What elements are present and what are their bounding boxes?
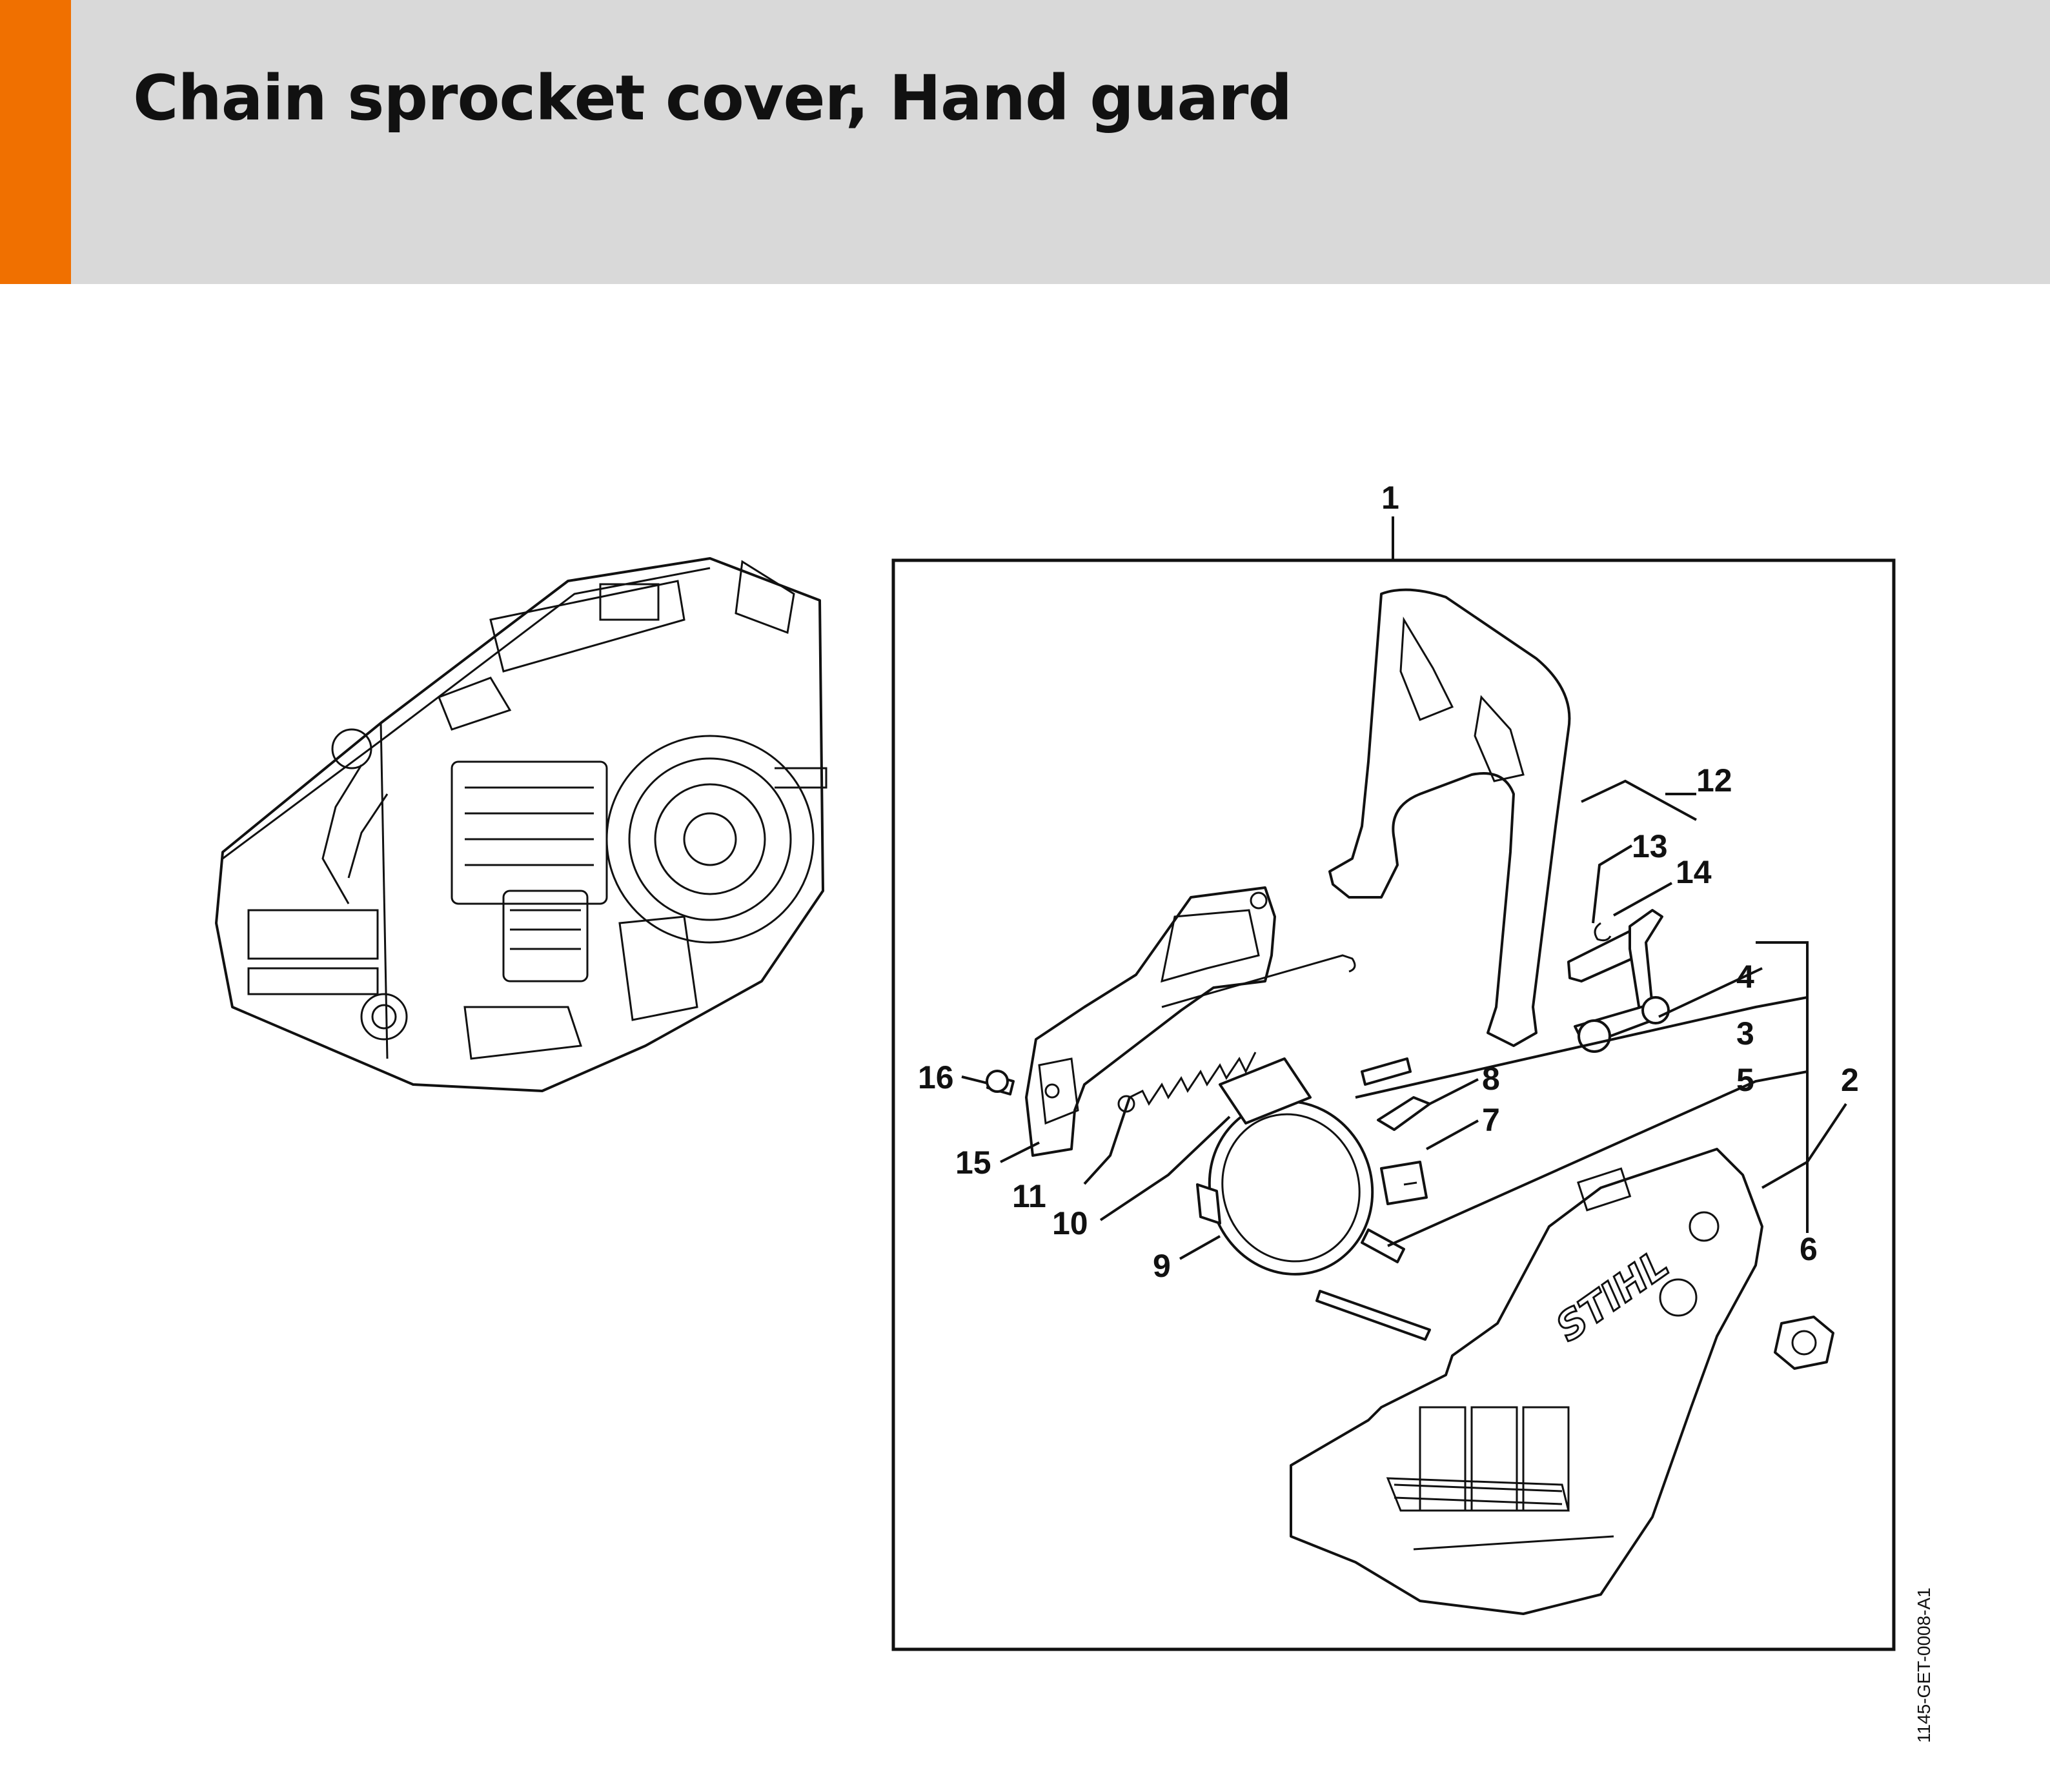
pin-parts-3-5: [1315, 1228, 1431, 1341]
callout-10: 10: [1052, 1205, 1088, 1241]
accent-bar: [0, 0, 71, 284]
callout-1: 1: [1381, 480, 1399, 516]
callout-8: 8: [1482, 1061, 1500, 1097]
plate-parts-7-8: [1377, 1096, 1431, 1205]
hand-guard-part: [1328, 588, 1571, 1047]
drawing-reference-code: 1145-GET-0008-A1: [1914, 1587, 1934, 1743]
callout-4: 4: [1736, 959, 1754, 995]
nut-part-6: [1774, 1316, 1834, 1370]
page-title: Chain sprocket cover, Hand guard: [133, 62, 1292, 134]
header-bar: Chain sprocket cover, Hand guard: [0, 0, 2050, 284]
sprocket-cover-part-2: STIHL: [1290, 1148, 1763, 1615]
callout-14: 14: [1676, 854, 1712, 890]
callout-7: 7: [1482, 1102, 1500, 1138]
brake-housing-part-15: [1025, 886, 1276, 1157]
spring-part-11: [1117, 1052, 1257, 1113]
callout-6: 6: [1800, 1231, 1818, 1267]
callout-16: 16: [918, 1059, 954, 1095]
callout-9: 9: [1153, 1248, 1171, 1284]
rod-part-10: [1161, 954, 1356, 1008]
chainsaw-overview-illustration: [215, 557, 827, 1092]
lever-parts-13-14: [1567, 909, 1663, 1012]
callout-3: 3: [1736, 1015, 1754, 1052]
callout-15: 15: [955, 1145, 991, 1181]
callout-labels: 1 12 13 14 4 3 5 2 6 8 7 16 15 11 10 9: [918, 480, 1859, 1284]
screw-part-16: [986, 1070, 1015, 1095]
bolt-part-4: [1574, 996, 1670, 1053]
brake-band-part-9: [1196, 1057, 1412, 1276]
callout-5: 5: [1736, 1062, 1754, 1098]
callout-2: 2: [1841, 1062, 1859, 1098]
leader-lines: [961, 779, 1847, 1260]
callout-12: 12: [1696, 762, 1732, 799]
callout-11: 11: [1012, 1178, 1046, 1214]
callout-13: 13: [1632, 828, 1668, 864]
